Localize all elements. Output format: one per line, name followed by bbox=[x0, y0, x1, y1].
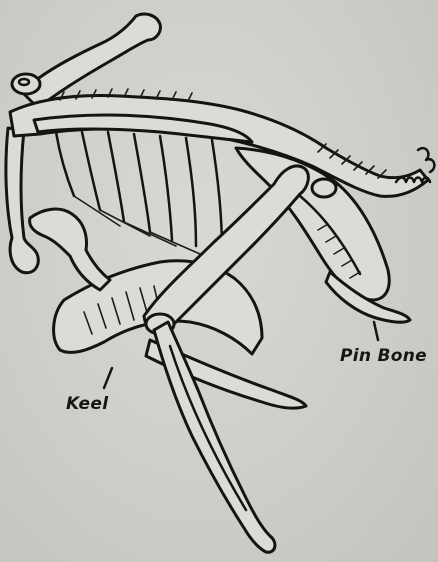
keel-leader bbox=[104, 368, 112, 388]
pin-bone-label: Pin Bone bbox=[340, 346, 427, 366]
hip-socket bbox=[312, 179, 336, 197]
pin-bone-leader bbox=[374, 322, 378, 340]
rib-7 bbox=[212, 140, 222, 250]
rib-6 bbox=[186, 138, 196, 246]
tail-tip bbox=[418, 148, 434, 172]
rib-3 bbox=[108, 132, 124, 222]
rib-2 bbox=[82, 132, 100, 210]
rib-5 bbox=[160, 136, 172, 240]
wishbone bbox=[30, 209, 110, 290]
rib-4 bbox=[134, 134, 150, 232]
backbone bbox=[10, 96, 428, 197]
keel-label: Keel bbox=[66, 394, 108, 414]
forearm-bone bbox=[6, 128, 38, 273]
rib-ends bbox=[74, 196, 200, 254]
upper-wing-bone bbox=[22, 14, 160, 108]
rib-1 bbox=[56, 132, 74, 196]
tibia bbox=[154, 322, 275, 552]
